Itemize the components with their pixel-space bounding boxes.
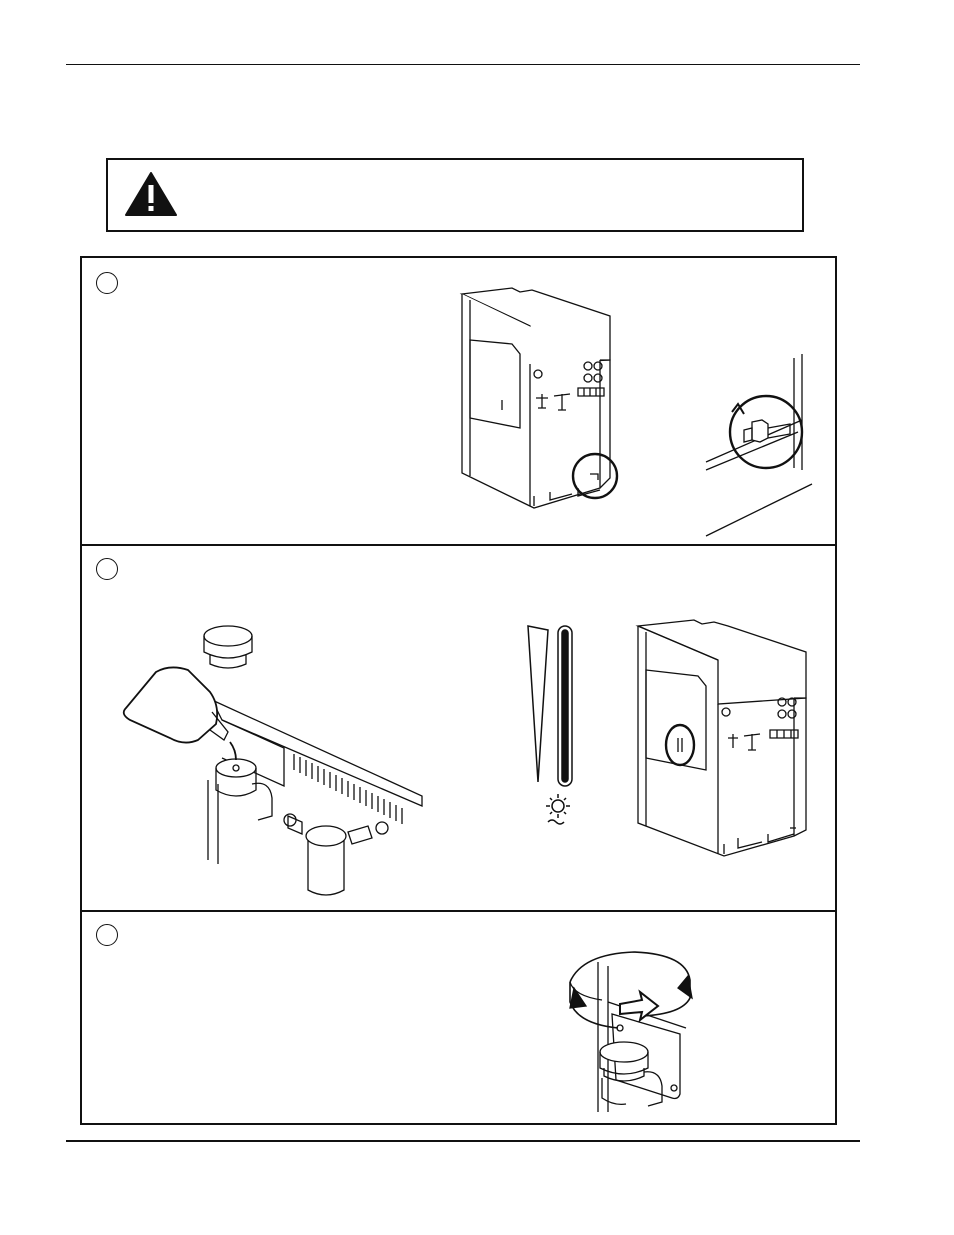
warning-triangle-icon (125, 172, 177, 216)
drain-valve-turn-detail (702, 350, 812, 536)
step-1-number (96, 272, 118, 294)
step-1 (82, 258, 835, 546)
step-2-number (96, 558, 118, 580)
step-2 (82, 544, 835, 912)
step-3 (82, 910, 835, 1123)
step-3-number (96, 924, 118, 946)
bottle-pour-illustration (112, 620, 422, 900)
footer-rule (66, 1140, 860, 1142)
machine-front-drain-illustration (452, 278, 622, 508)
fill-cap-reinstall-illustration (562, 948, 722, 1112)
steps-panel (80, 256, 837, 1125)
header-rule (66, 64, 860, 65)
warning-box (106, 158, 804, 232)
machine-sight-glass-illustration (634, 608, 814, 858)
water-level-gauge (522, 622, 582, 822)
